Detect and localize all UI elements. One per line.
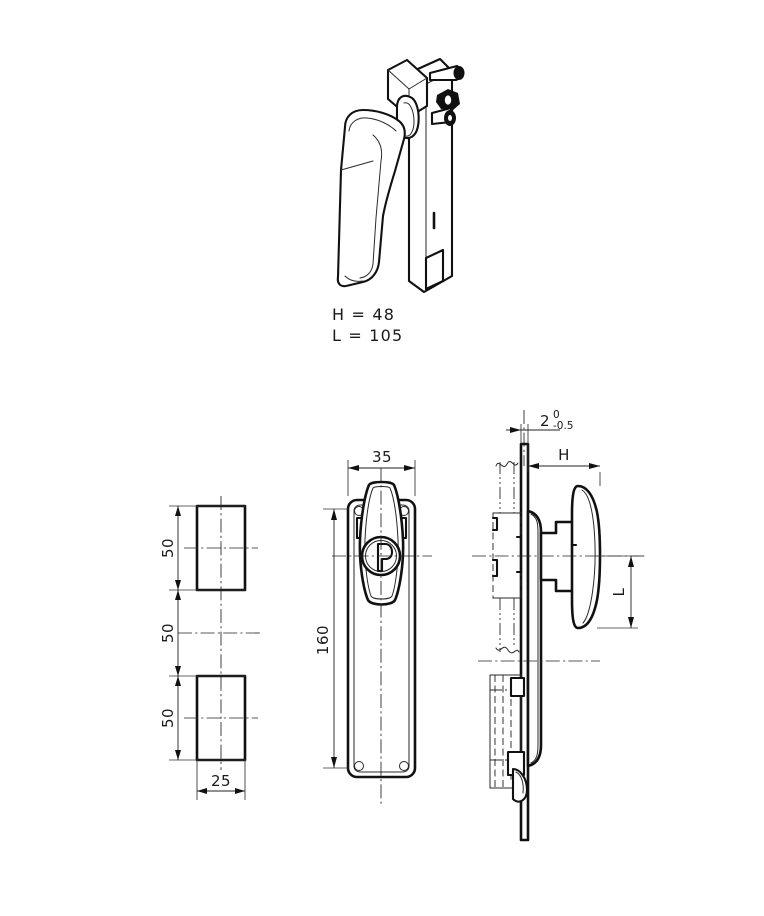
side-latch-cam-upper — [509, 676, 526, 698]
front-corner-br — [399, 761, 409, 771]
side-latch-hook-crease — [515, 771, 524, 794]
side-handle-shaft — [539, 520, 576, 593]
iso-stud-lower-bore — [448, 115, 452, 121]
side-arrow-h2 — [589, 463, 600, 469]
iso-note-h: H = 48 — [332, 305, 395, 324]
side-dim-thickness-tol-lower: -0.5 — [553, 420, 574, 432]
side-arrow-h1 — [528, 463, 539, 469]
cutout-dim-middle-value: 50 — [159, 623, 177, 643]
iso-fasteners — [428, 64, 465, 126]
iso-grip-side-crease — [340, 160, 374, 171]
iso-stud-upper-head — [453, 66, 465, 80]
cutout-arrow-6 — [175, 750, 181, 760]
front-view: 35 160 — [314, 448, 432, 805]
side-arrow-t1 — [510, 427, 521, 433]
front-dim-height-value: 160 — [314, 625, 332, 655]
side-internal-lower — [489, 674, 529, 803]
side-lock-tab-u2 — [491, 558, 499, 578]
side-lock-body-upper — [492, 512, 522, 599]
iso-note-l: L = 105 — [332, 326, 403, 345]
isometric-view: H = 48 L = 105 — [332, 57, 465, 345]
side-dim-l-value: L — [610, 587, 628, 596]
side-handle-plate-inner — [530, 513, 539, 764]
side-phantom-upper-lines — [499, 462, 515, 513]
cutout-pattern-view: 50 50 50 25 — [159, 496, 262, 800]
front-corner-bl — [354, 761, 364, 771]
side-break-symbol-bottom — [495, 646, 520, 654]
front-keyhole — [376, 542, 394, 573]
cutout-arrow-4 — [175, 666, 181, 676]
cutout-arrow-1 — [175, 506, 181, 516]
front-arrow-w2 — [404, 465, 415, 471]
side-phantom-lower-lines — [499, 598, 515, 652]
cutout-arrow-5 — [175, 676, 181, 686]
iso-pivot-hub-edge — [403, 102, 415, 137]
iso-handle-grip — [336, 108, 406, 288]
side-dim-thickness-value: 2 — [540, 412, 550, 430]
side-lock-tab-u3 — [515, 535, 523, 574]
iso-grip-bottom-crease — [344, 275, 364, 282]
front-arrow-w1 — [348, 465, 359, 471]
front-arrow-h2 — [331, 757, 337, 768]
cutout-arrow-2 — [175, 580, 181, 590]
side-section-view: 2 0 -0.5 H L — [472, 409, 646, 842]
side-break-symbol-top — [495, 460, 519, 468]
front-dim-width-value: 35 — [372, 448, 392, 466]
side-dim-thickness-tol-upper: 0 — [553, 409, 560, 421]
iso-plate-bottom-tab — [424, 248, 445, 291]
cutout-dim-top-value: 50 — [159, 538, 177, 558]
side-lock-body-upper-edges — [492, 512, 522, 599]
side-handle-knob — [570, 484, 602, 630]
side-arrow-l1 — [628, 556, 634, 567]
side-lock-tab-u1 — [491, 516, 499, 532]
front-arrow-h1 — [331, 509, 337, 520]
cutout-arrow-w2 — [235, 788, 245, 794]
cutout-arrow-3 — [175, 590, 181, 600]
side-internal-upper — [491, 460, 523, 654]
side-latch-hook — [511, 767, 529, 803]
side-arrow-l2 — [628, 617, 634, 628]
cutout-dim-width-value: 25 — [211, 772, 231, 790]
side-handle-plate — [526, 509, 543, 768]
side-dim-h-value: H — [558, 446, 570, 464]
side-handle-knob-crease — [581, 489, 596, 624]
cutout-arrow-w1 — [197, 788, 207, 794]
iso-nut-middle-bore — [444, 95, 452, 105]
cutout-dim-bottom-value: 50 — [159, 708, 177, 728]
iso-grip-inner-crease — [359, 134, 383, 279]
iso-grip-top-crease — [348, 117, 397, 132]
front-handle-inner-line — [364, 486, 399, 600]
